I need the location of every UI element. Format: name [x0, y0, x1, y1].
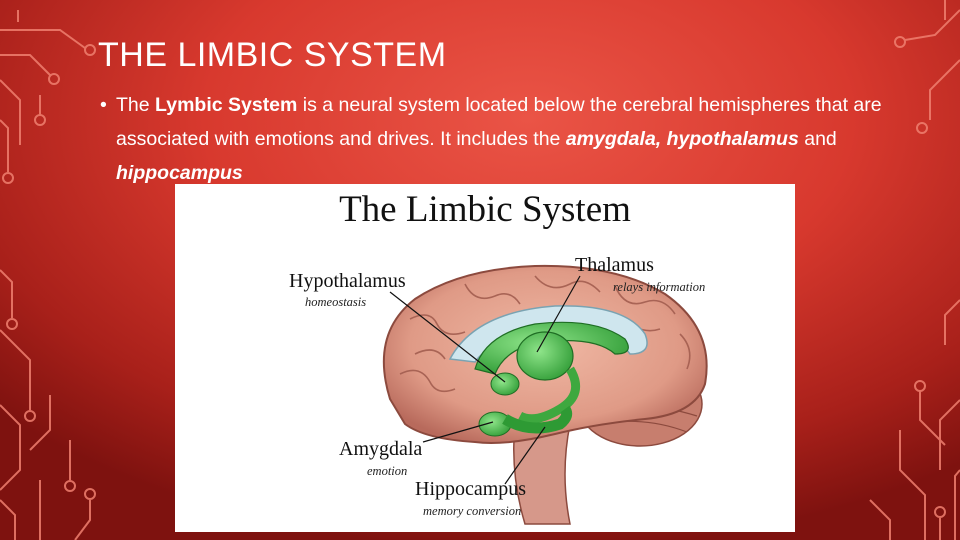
limbic-system-figure: The Limbic System	[175, 184, 795, 532]
label-thalamus: Thalamus	[575, 254, 654, 276]
fornix	[517, 366, 581, 424]
bullet-marker: •	[100, 94, 107, 116]
label-hippocampus-sub: memory conversion	[423, 504, 522, 518]
label-thalamus-sub: relays information	[613, 280, 706, 294]
bullet-text-run: and	[798, 128, 837, 150]
label-hypothalamus: Hypothalamus	[289, 270, 406, 292]
label-hypothalamus-sub: homeostasis	[305, 295, 367, 309]
slide-title: THE LIMBIC SYSTEM	[98, 36, 447, 74]
figure-title: The Limbic System	[339, 189, 631, 230]
bullet-paragraph: • The Lymbic System is a neural system l…	[100, 88, 890, 190]
leader-thalamus	[536, 275, 581, 353]
term-lymbic-system: Lymbic System	[155, 94, 298, 116]
brain-stem	[513, 423, 571, 525]
hypothalamus-shape	[490, 372, 520, 396]
term-amygdala-hypothalamus: amygdala, hypothalamus	[565, 128, 799, 150]
term-hippocampus: hippocampus	[116, 162, 243, 184]
leader-hypothalamus	[389, 291, 506, 383]
hippocampus-shape	[502, 405, 573, 434]
label-amygdala: Amygdala	[339, 438, 423, 460]
brain-illustration	[382, 264, 708, 525]
bullet-text-run: The	[116, 94, 156, 116]
leader-hippocampus	[504, 426, 546, 485]
leader-amygdala	[422, 421, 494, 443]
label-amygdala-sub: emotion	[367, 464, 408, 478]
thalamus-shape	[516, 331, 574, 381]
bullet-text: The Lymbic System is a neural system loc…	[116, 88, 890, 190]
label-hippocampus: Hippocampus	[415, 478, 527, 500]
bullet-text-run: is a neural system located below the cer…	[116, 94, 882, 150]
